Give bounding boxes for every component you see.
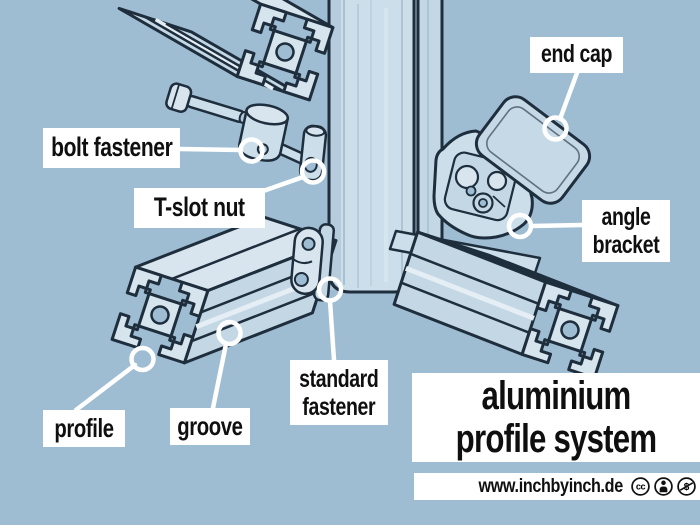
callout-profile: profile xyxy=(43,410,125,447)
website-url: www.inchbyinch.de xyxy=(478,475,624,497)
diagram-title: aluminium profile system xyxy=(455,374,657,461)
right-profile-illustration xyxy=(392,230,620,380)
leader-lines xyxy=(73,70,585,413)
diagram-title-box: aluminium profile system xyxy=(412,373,700,462)
callout-t-slot-nut-label: T-slot nut xyxy=(154,192,245,223)
standard-fastener-illustration xyxy=(290,223,336,302)
callout-profile-label: profile xyxy=(54,413,114,444)
callout-groove: groove xyxy=(170,408,250,445)
callout-groove-label: groove xyxy=(177,411,243,442)
callout-bolt-fastener-label: bolt fastener xyxy=(50,132,173,163)
non-commercial-icon: $ xyxy=(677,477,696,496)
callout-standard-fastener-label: standard fastener xyxy=(299,364,379,421)
callout-angle-bracket: angle bracket xyxy=(582,200,670,262)
t-slot-nut-illustration xyxy=(298,124,328,182)
license-icons: cc $ xyxy=(630,476,697,497)
bolt-illustration xyxy=(165,82,248,124)
callout-end-cap-label: end cap xyxy=(541,40,612,69)
cc-icon-text: cc xyxy=(636,482,646,492)
callout-end-cap: end cap xyxy=(530,37,623,73)
callout-bolt-fastener: bolt fastener xyxy=(43,128,180,168)
top-profile-illustration xyxy=(117,0,335,102)
nc-icon-symbol: $ xyxy=(684,482,690,493)
attribution-icon xyxy=(654,477,673,496)
credit-bar: www.inchbyinch.de cc $ xyxy=(414,473,700,500)
callout-angle-bracket-label: angle bracket xyxy=(592,203,660,259)
end-cap-illustration xyxy=(474,95,592,205)
callout-standard-fastener: standard fastener xyxy=(290,360,388,425)
callout-t-slot-nut: T-slot nut xyxy=(134,188,265,228)
cc-icon: cc xyxy=(631,477,650,496)
